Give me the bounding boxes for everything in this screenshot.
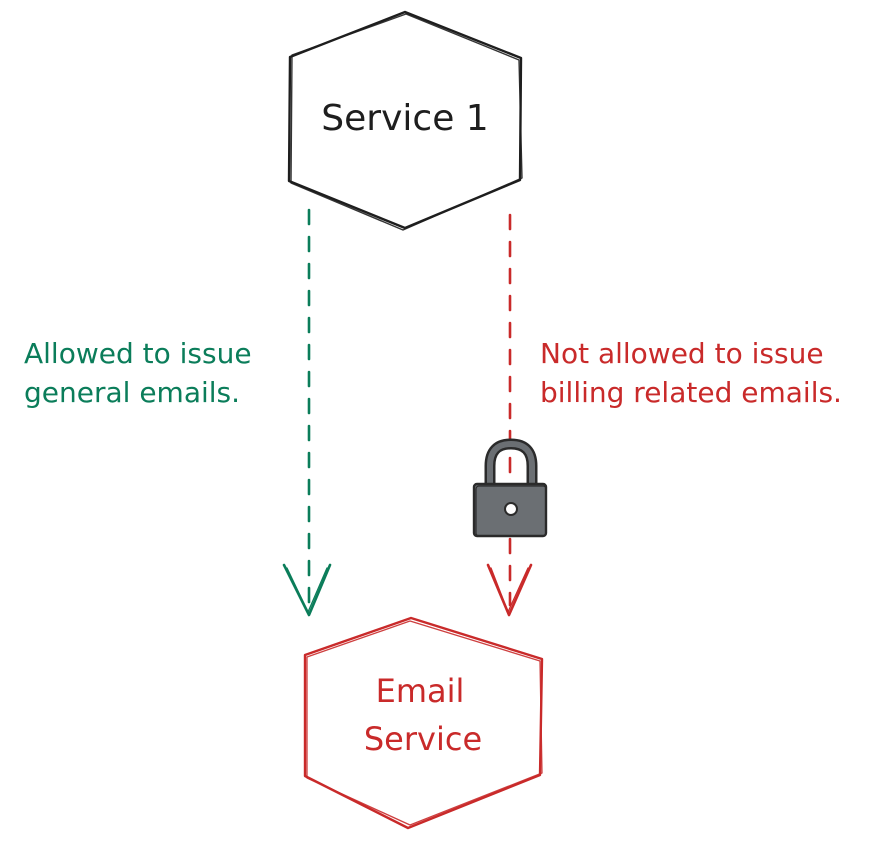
email-service-node: Email Service — [303, 616, 544, 830]
allowed-edge: Allowed to issue general emails. — [24, 208, 332, 617]
blocked-arrowhead-sketch — [490, 567, 529, 613]
padlock-keyhole — [504, 502, 518, 516]
email-service-label-line-2: Service — [364, 720, 482, 758]
padlock-icon — [472, 438, 548, 538]
blocked-label-line-1: Not allowed to issue — [540, 337, 824, 370]
allowed-label-line-2: general emails. — [24, 376, 240, 409]
padlock-body-sketch — [475, 485, 547, 537]
allowed-label-line-1: Allowed to issue — [24, 337, 252, 370]
email-service-hexagon-sketch — [306, 620, 543, 826]
blocked-arrowhead — [486, 563, 533, 617]
blocked-edge: Not allowed to issue billing related ema… — [486, 213, 842, 617]
service-1-hexagon-sketch — [290, 13, 523, 231]
service-1-hexagon — [287, 10, 523, 230]
service-1-label: Service 1 — [321, 98, 488, 139]
allowed-arrowhead-sketch — [286, 567, 328, 613]
blocked-label-line-2: billing related emails. — [540, 376, 842, 409]
padlock-shackle-fill — [487, 440, 535, 493]
service-1-node: Service 1 — [287, 10, 523, 231]
email-service-label-line-1: Email — [376, 672, 465, 710]
email-service-hexagon — [303, 616, 544, 830]
allowed-arrowhead — [282, 563, 332, 617]
